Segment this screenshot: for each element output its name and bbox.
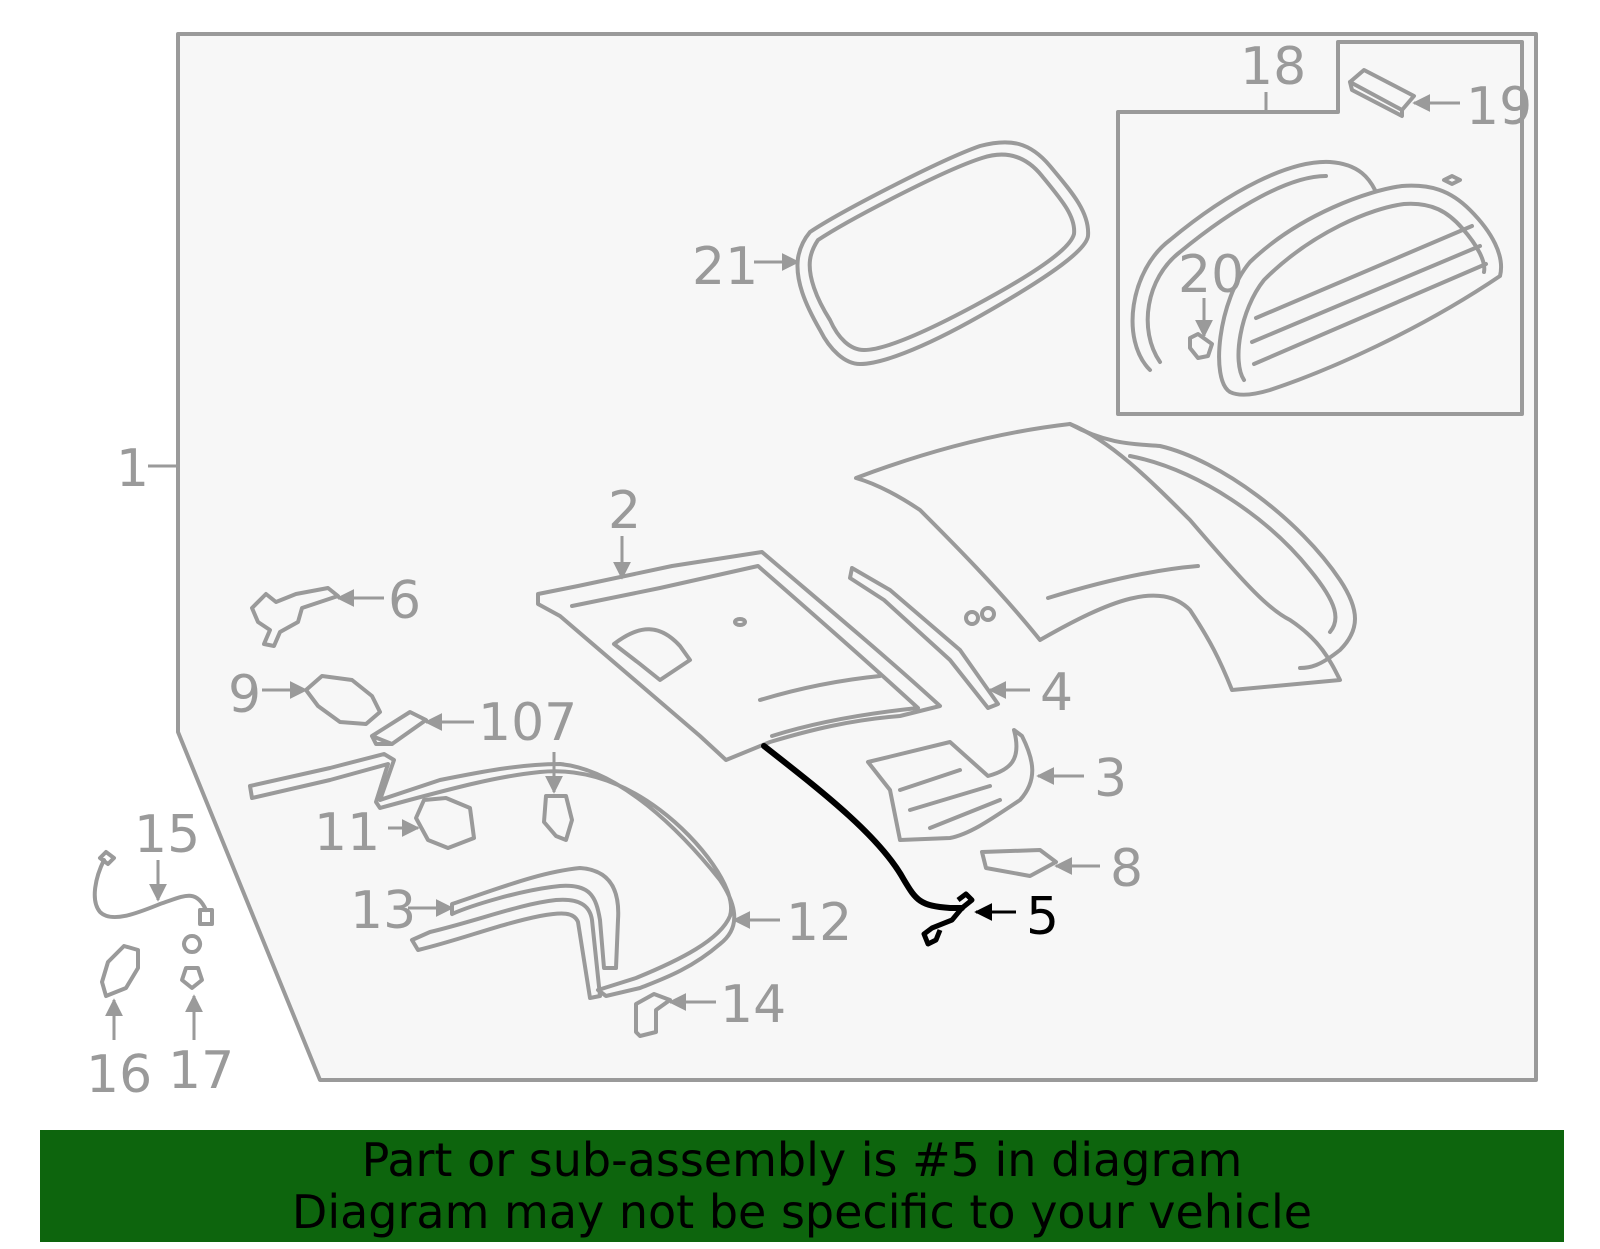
part-2-hole: [733, 617, 747, 627]
part-18-frame-back-inner: [1145, 174, 1328, 364]
callout-11: 11: [314, 803, 380, 863]
part-18-window-inner: [1236, 201, 1487, 382]
top-cover-grommet: [980, 606, 996, 622]
subassembly-18-box: [1116, 40, 1524, 416]
callout-9: 9: [228, 665, 261, 725]
top-cover-crease: [1046, 564, 1200, 600]
callout-21: 21: [692, 237, 758, 297]
top-cover-rear-inner: [1128, 454, 1338, 634]
part-5-harness: [761, 743, 965, 911]
part-2-headliner-bow: [612, 627, 692, 682]
banner-line-2: Diagram may not be specific to your vehi…: [291, 1185, 1313, 1239]
part-18-window: [1217, 183, 1504, 397]
callout-15: 15: [134, 805, 200, 865]
callout-20: 20: [1178, 245, 1244, 305]
part-18-rib: [1254, 224, 1474, 320]
part-18-frame-back: [1130, 159, 1377, 372]
part-14-bracket: [634, 992, 672, 1038]
part-17-plug: [180, 934, 204, 990]
callout-17: 17: [168, 1041, 234, 1101]
callout-8: 8: [1110, 839, 1143, 899]
part-21-glass-inner: [807, 152, 1077, 352]
part-13-rail-lower: [410, 897, 602, 1000]
part-2-headliner-inner: [570, 564, 920, 738]
part-3-trim: [866, 728, 1035, 842]
callout-107: 107: [478, 693, 577, 753]
part-13-rail: [450, 866, 621, 970]
callout-18: 18: [1240, 37, 1306, 97]
top-cover-rear: [1068, 422, 1357, 670]
part-12-clip: [542, 794, 574, 842]
callout-16: 16: [86, 1045, 152, 1105]
callout-12: 12: [786, 893, 852, 953]
top-cover-grommet: [964, 610, 980, 626]
part-12-weatherstrip: [248, 752, 737, 998]
part-15-connector: [98, 850, 214, 926]
info-banner: Part or sub-assembly is #5 in diagram Di…: [40, 1130, 1564, 1242]
callout-2: 2: [608, 481, 641, 541]
part-18-rib: [1250, 244, 1482, 344]
part-3-trim-ribs: [898, 768, 1002, 830]
part-6-bracket: [250, 586, 340, 648]
part-18-rib: [1252, 262, 1488, 366]
part-4-seal: [848, 566, 1000, 710]
part-15-cable: [92, 858, 208, 920]
callout-13: 13: [350, 881, 416, 941]
callout-19: 19: [1466, 77, 1532, 137]
callout-3: 3: [1094, 749, 1127, 809]
part-5-connector: [921, 891, 975, 947]
part-2-headliner-rib: [758, 674, 882, 702]
assembly-outline: [176, 32, 1538, 1082]
callout-5: 5: [1026, 887, 1059, 947]
part-9-latch: [304, 674, 382, 726]
part-2-headliner: [536, 550, 942, 762]
callout-6: 6: [388, 571, 421, 631]
callout-4: 4: [1040, 663, 1073, 723]
part-8-bracket: [980, 848, 1058, 878]
part-16-cap: [100, 944, 140, 998]
part-21-glass: [795, 140, 1091, 366]
callout-1: 1: [116, 439, 149, 499]
part-18-clip: [1442, 174, 1462, 186]
callout-14: 14: [720, 975, 786, 1035]
banner-line-1: Part or sub-assembly is #5 in diagram: [361, 1133, 1243, 1187]
part-11-lock: [414, 796, 476, 850]
